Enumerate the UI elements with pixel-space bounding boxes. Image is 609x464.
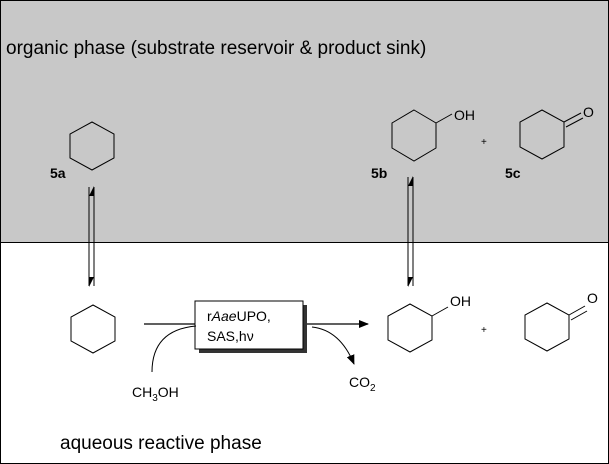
- oh-group-5b: OH: [454, 107, 475, 123]
- oh-bond-aqueous: [431, 306, 449, 317]
- co-double-bond-b: [565, 117, 584, 128]
- co-double-bond-aq-a: [568, 305, 586, 316]
- methanol-label: CH3OH: [132, 384, 179, 404]
- organic-phase-box: [0, 0, 609, 243]
- aqueous-phase-label: aqueous reactive phase: [60, 433, 262, 454]
- cyclohexane-5a-ring: [69, 121, 115, 171]
- co2-label: CO2: [349, 374, 376, 394]
- compound-5b-label: 5b: [371, 165, 387, 181]
- catalyst-box: [194, 300, 304, 350]
- co2-curve-arrow: [311, 326, 355, 365]
- cyclohexane-aqueous-ring: [70, 304, 116, 354]
- co-double-bond-aq-b: [570, 310, 588, 321]
- o-group-5c: O: [583, 104, 594, 120]
- methanol-curve: [151, 325, 197, 373]
- organic-phase-label: organic phase (substrate reservoir & pro…: [6, 38, 426, 59]
- plus-sign-aqueous: +: [481, 325, 487, 336]
- o-group-aqueous: O: [587, 290, 598, 306]
- plus-sign-organic: +: [481, 137, 487, 148]
- oh-bond-5b: [435, 113, 453, 124]
- co-double-bond-a: [563, 112, 582, 123]
- compound-5a-label: 5a: [50, 165, 66, 181]
- oh-group-aqueous: OH: [450, 293, 471, 309]
- compound-5c-label: 5c: [505, 165, 521, 181]
- catalyst-label: rAaeUPO,: [207, 308, 271, 324]
- conditions-label: SAS,hν: [207, 328, 254, 344]
